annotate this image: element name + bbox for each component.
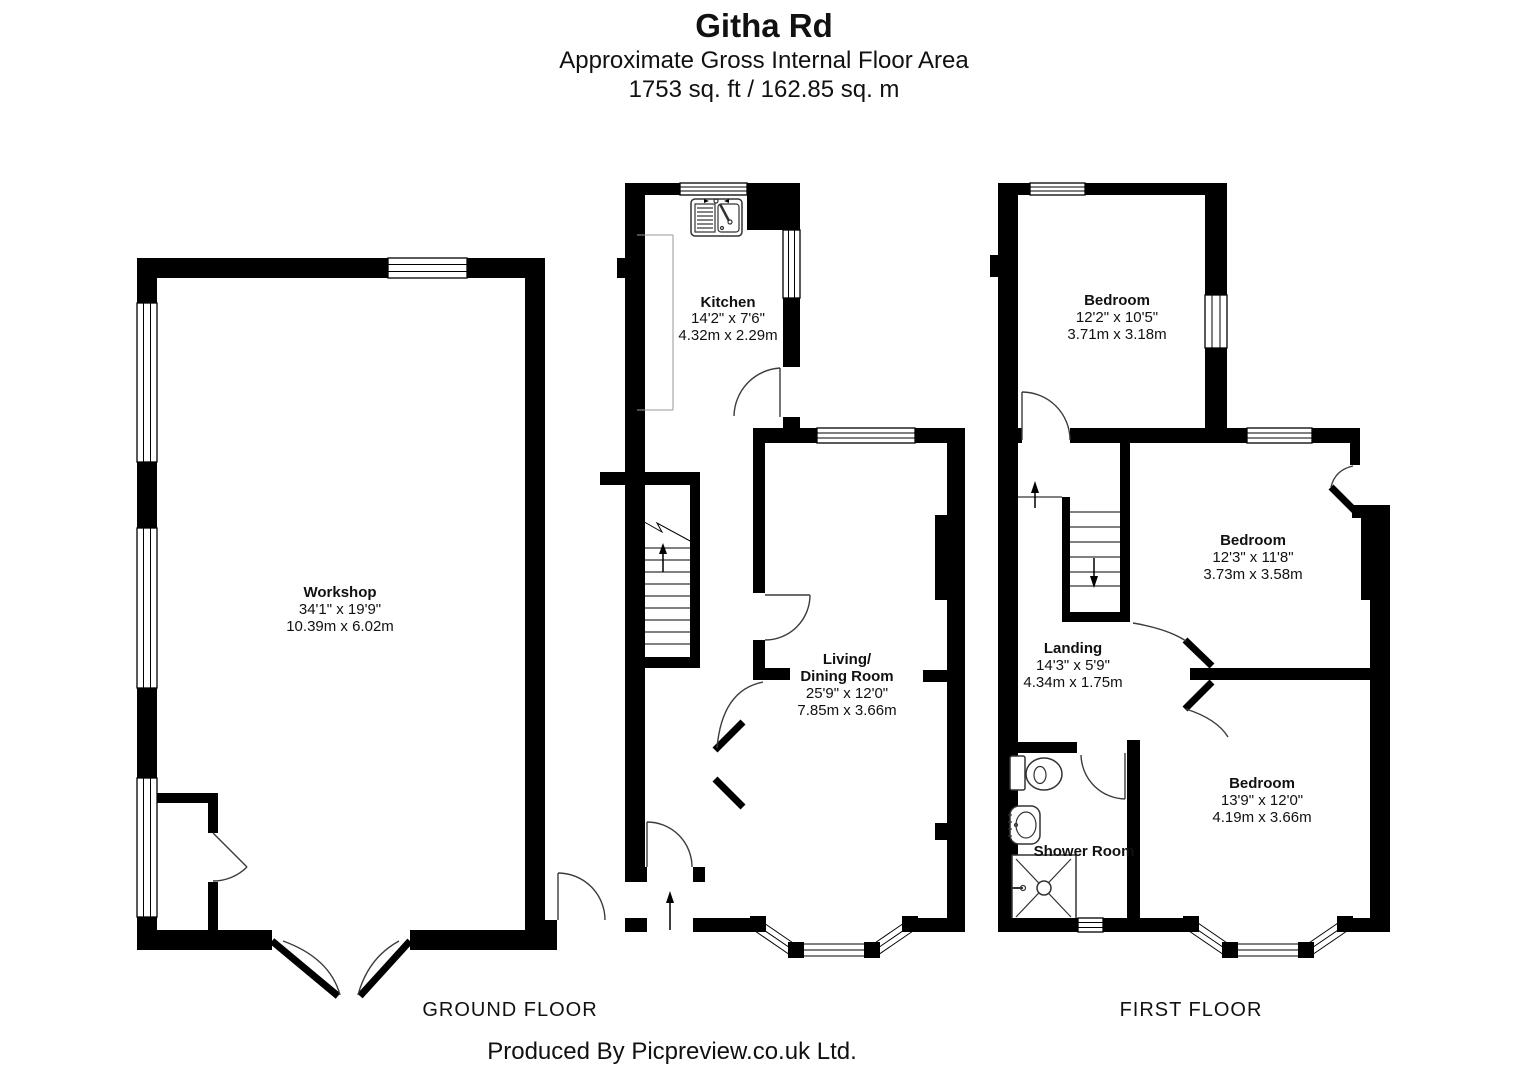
workshop-left-window-3	[136, 777, 158, 918]
bedroom-middle-metric: 3.73m x 3.58m	[1203, 566, 1302, 583]
bedroom-top-window	[1029, 182, 1086, 196]
living-label-2: Dining Room	[800, 668, 893, 685]
house-ground-floor: Kitchen 14'2" x 7'6" 4.32m x 2.29m Livin…	[545, 182, 965, 958]
header-area: 1753 sq. ft / 162.85 sq. m	[628, 76, 900, 103]
kitchen-label: Kitchen	[700, 294, 755, 311]
workshop-room: Workshop 34'1" x 19'9" 10.39m x 6.02m	[136, 257, 545, 999]
workshop-top-window	[387, 257, 468, 279]
first-floor-label: FIRST FLOOR	[1119, 999, 1263, 1021]
store-door-leaf	[212, 832, 248, 868]
kitchen-top-window	[679, 182, 748, 196]
workshop-store-partition	[157, 793, 248, 930]
bedroom-bottom-metric: 4.19m x 3.66m	[1212, 809, 1311, 826]
page-title: Githa Rd	[695, 7, 833, 44]
bedroom-top-right-window	[1204, 294, 1228, 349]
side-passage-door	[545, 872, 606, 950]
living-imperial: 25'9" x 12'0"	[806, 685, 888, 702]
bedroom-middle-right-door	[1328, 465, 1359, 515]
kitchen-counter	[637, 234, 674, 411]
first-bay-window	[1183, 916, 1353, 958]
landing-imperial: 14'3" x 5'9"	[1036, 657, 1110, 674]
reception-passage	[712, 681, 764, 810]
workshop-label: Workshop	[303, 584, 376, 601]
bedroom-middle-window	[1246, 427, 1313, 444]
workshop-metric: 10.39m x 6.02m	[286, 618, 394, 635]
bedroom-bottom-door	[1182, 679, 1229, 738]
workshop-imperial: 34'1" x 19'9"	[299, 601, 381, 618]
kitchen-door	[733, 367, 781, 417]
bedroom-top-metric: 3.71m x 3.18m	[1067, 326, 1166, 343]
staircase-first	[1012, 443, 1130, 622]
living-metric: 7.85m x 3.66m	[797, 702, 896, 719]
kitchen-right-window	[782, 229, 801, 299]
workshop-left-window-1	[136, 302, 158, 463]
bedroom-middle-label: Bedroom	[1220, 532, 1286, 549]
first-floor: Bedroom 12'2" x 10'5" 3.71m x 3.18m Bedr…	[990, 182, 1390, 958]
shower-room-label: Shower Room	[1034, 843, 1135, 860]
bedroom-top-label: Bedroom	[1084, 292, 1150, 309]
bedroom-top-door	[1021, 391, 1071, 441]
header: Githa Rd Approximate Gross Internal Floo…	[0, 6, 1528, 104]
basin-icon	[1008, 805, 1041, 845]
bedroom-middle-imperial: 12'3" x 11'8"	[1212, 549, 1293, 566]
living-top-window	[816, 427, 916, 444]
shower-bottom-window	[1077, 917, 1104, 933]
toilet-icon	[1009, 755, 1063, 791]
ground-floor-label: GROUND FLOOR	[422, 999, 598, 1021]
front-entrance-arrow	[666, 891, 674, 930]
kitchen-sink-icon	[690, 198, 743, 237]
shower-room-door	[1080, 753, 1126, 800]
workshop-double-door	[269, 938, 413, 999]
bedroom-bottom-label: Bedroom	[1229, 775, 1295, 792]
living-label-1: Living/	[823, 651, 872, 668]
ground-bay-window	[750, 916, 918, 958]
landing-label: Landing	[1044, 640, 1102, 657]
footer-credit: Produced By Picpreview.co.uk Ltd.	[487, 1038, 857, 1065]
staircase-ground	[637, 485, 700, 668]
workshop-left-window-2	[136, 527, 158, 689]
hall-inner-door	[646, 821, 693, 868]
living-door	[764, 594, 811, 641]
bedroom-top-imperial: 12'2" x 10'5"	[1076, 309, 1158, 326]
landing-metric: 4.34m x 1.75m	[1023, 674, 1122, 691]
store-door-arc	[212, 866, 248, 882]
kitchen-imperial: 14'2" x 7'6"	[691, 310, 765, 327]
kitchen-metric: 4.32m x 2.29m	[678, 327, 777, 344]
shower-tray-icon	[1011, 854, 1077, 922]
shower-room	[1008, 740, 1140, 922]
header-subtitle: Approximate Gross Internal Floor Area	[559, 47, 969, 74]
bedroom-bottom-imperial: 13'9" x 12'0"	[1221, 792, 1303, 809]
bedroom-middle-door	[1132, 622, 1215, 669]
